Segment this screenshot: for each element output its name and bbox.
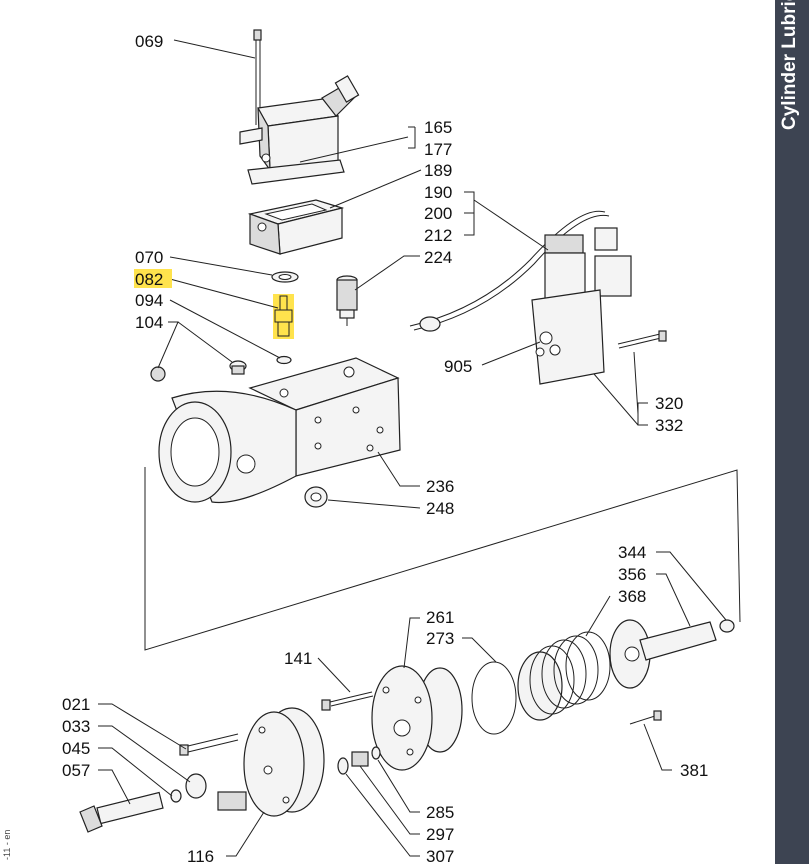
part-label: 033 — [62, 717, 90, 736]
part-label: 356 — [618, 565, 646, 584]
part-label-highlighted: 082 — [135, 270, 163, 289]
part-label: 236 — [426, 477, 454, 496]
part-189-adapter-box — [247, 199, 345, 255]
part-label: 212 — [424, 226, 452, 245]
part-320-screw — [617, 330, 667, 349]
part-label: 104 — [135, 313, 163, 332]
part-297-fitting — [351, 751, 369, 767]
part-273-o-ring — [471, 661, 517, 735]
part-116-end-plate — [243, 707, 325, 817]
part-label: 057 — [62, 761, 90, 780]
part-label: 190 — [424, 183, 452, 202]
part-label: 177 — [424, 140, 452, 159]
part-021-screw — [179, 733, 239, 756]
part-label: 094 — [135, 291, 163, 310]
section-title: Cylinder Lubrica — [779, 0, 800, 130]
part-label: 224 — [424, 248, 452, 267]
part-070-washer — [271, 271, 299, 283]
highlight-marker — [134, 269, 172, 288]
part-045-fitting — [217, 791, 247, 811]
part-082-fitting-highlighted — [273, 294, 294, 339]
part-label: 045 — [62, 739, 90, 758]
part-label: 273 — [426, 629, 454, 648]
part-057-pipe-nipple — [79, 789, 182, 833]
part-165-connector-housing — [239, 75, 360, 185]
assembly-bracket-frame — [144, 467, 741, 651]
part-label: 116 — [187, 847, 214, 864]
part-190-solenoid-valve — [409, 210, 632, 385]
part-label: 332 — [655, 416, 683, 435]
part-label: 285 — [426, 803, 454, 822]
part-label: 248 — [426, 499, 454, 518]
part-label: 165 — [424, 118, 452, 137]
part-label: 069 — [135, 32, 163, 51]
part-label: 368 — [618, 587, 646, 606]
part-label: 381 — [680, 761, 708, 780]
part-236-cylinder-body — [158, 357, 401, 504]
part-033-coupling — [185, 773, 207, 799]
part-356-piston-rod — [609, 619, 735, 689]
part-label: 261 — [426, 608, 454, 627]
part-label: 344 — [618, 543, 646, 562]
part-label: 297 — [426, 825, 454, 844]
part-261-flange — [371, 665, 463, 771]
part-368-spring — [517, 631, 611, 721]
part-label: 307 — [426, 847, 454, 864]
part-label: 021 — [62, 695, 90, 714]
part-label: 189 — [424, 161, 452, 180]
section-sidebar: Cylinder Lubrica — [775, 0, 809, 864]
part-label: 200 — [424, 204, 452, 223]
part-104-plug-left — [150, 366, 166, 382]
part-307-seal — [337, 757, 349, 775]
leader-lines — [98, 39, 727, 857]
part-label: 070 — [135, 248, 163, 267]
document-code: -11 - en — [2, 829, 12, 860]
part-label: 141 — [284, 649, 312, 668]
part-248-plug — [304, 486, 328, 508]
exploded-parts-diagram: 069 165 177 189 190 200 212 224 070 082 … — [62, 29, 741, 864]
part-285-o-ring — [371, 746, 381, 760]
part-104-plug-right — [229, 360, 247, 375]
part-label: 905 — [444, 357, 472, 376]
part-224-sensor — [336, 275, 358, 326]
part-141-screw — [321, 691, 374, 711]
part-label: 320 — [655, 394, 683, 413]
part-381-screw — [629, 710, 662, 725]
part-094-o-ring — [276, 355, 292, 365]
